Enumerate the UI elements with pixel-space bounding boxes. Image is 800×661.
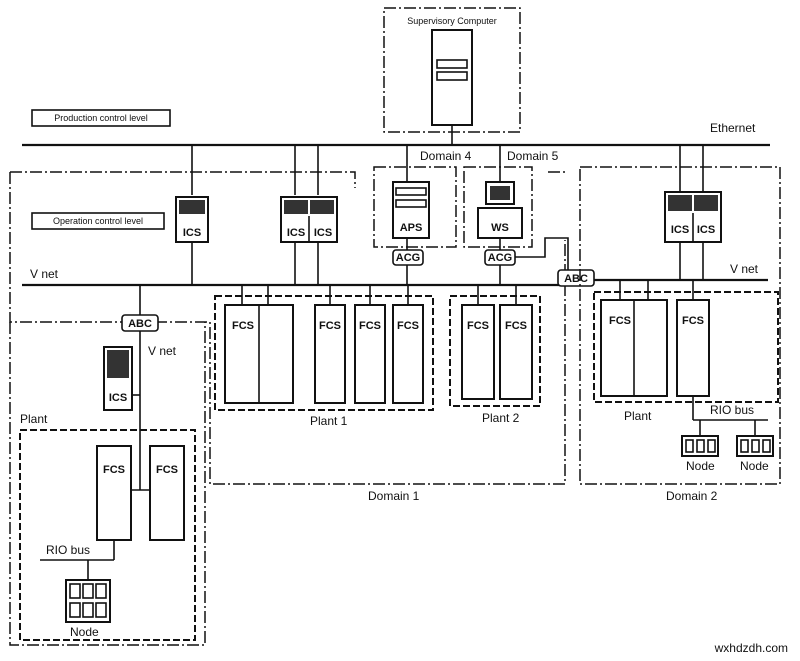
- domain2-node2-label: Node: [740, 459, 769, 473]
- left-ics-label: ICS: [109, 392, 127, 404]
- left-fcs1-cabinet: [96, 445, 132, 541]
- left-ics-screen: [107, 350, 129, 378]
- left-domain-border: [9, 322, 206, 646]
- production-control-level-label: Production control level: [54, 113, 148, 123]
- left-plant-border: [19, 429, 196, 641]
- abc-label-left: ABC: [128, 318, 152, 330]
- aps-drive-2: [395, 199, 427, 208]
- plant1-fcs4-label: FCS: [397, 320, 419, 332]
- domain2-node2-slot-1: [740, 439, 749, 453]
- ethernet-label: Ethernet: [710, 121, 756, 135]
- ics-pair2-label-b: ICS: [697, 224, 715, 236]
- operation-control-level-label: Operation control level: [53, 216, 143, 226]
- domain2-node1-label: Node: [686, 459, 715, 473]
- plant1-label: Plant 1: [310, 414, 348, 428]
- domain2-fcs2-label: FCS: [682, 315, 704, 327]
- ics-pair1-label-a: ICS: [287, 227, 305, 239]
- supervisory-computer-label: Supervisory Computer: [407, 16, 497, 26]
- abc-box-right: [557, 269, 595, 287]
- domain1-border: [9, 171, 566, 485]
- ics1-label: ICS: [183, 227, 201, 239]
- plant1-fcs1-label: FCS: [232, 320, 254, 332]
- abc-label-right: ABC: [564, 273, 588, 285]
- domain4-border: [373, 166, 457, 248]
- plant1-fcs2-cabinet: [314, 304, 346, 404]
- left-node-slot-2: [82, 583, 94, 599]
- plant1-fcs3-label: FCS: [359, 320, 381, 332]
- left-fcs2-cabinet: [149, 445, 185, 541]
- aps-label: APS: [400, 222, 423, 234]
- supervisory-computer-group: Supervisory Computer: [383, 7, 521, 145]
- domain5-group: Domain 5 WS ACG: [463, 145, 559, 285]
- supervisory-drive-2: [436, 71, 468, 81]
- domain2-node2-slot-2: [751, 439, 760, 453]
- domain5-border: [463, 166, 533, 248]
- domain4-group: Domain 4 APS ACG: [373, 145, 472, 285]
- production-control-level-box: [31, 109, 171, 127]
- plant2-label: Plant 2: [482, 411, 520, 425]
- left-node-slot-6: [95, 602, 107, 618]
- left-node-label: Node: [70, 625, 99, 639]
- ics-pair1-screen-b: [310, 200, 334, 214]
- domain5-label: Domain 5: [507, 149, 559, 163]
- plant1-group: Plant 1 FCS FCS FCS FCS: [214, 285, 434, 428]
- acg-to-abc-link: [515, 237, 569, 270]
- ics-pair1-label-b: ICS: [314, 227, 332, 239]
- plant1-fcs3-cabinet: [354, 304, 386, 404]
- domain2-label: Domain 2: [666, 489, 718, 503]
- left-fcs2-label: FCS: [156, 464, 178, 476]
- domain2-fcs1-label: FCS: [609, 315, 631, 327]
- ics-pair2-label-a: ICS: [671, 224, 689, 236]
- ws-workstation-icon: [477, 207, 523, 239]
- left-fcs1-label: FCS: [103, 464, 125, 476]
- ics-pair2-screen-a: [668, 195, 692, 211]
- plant2-fcs1-label: FCS: [467, 320, 489, 332]
- ics-pair1-screen-a: [284, 200, 308, 214]
- domain2-group: Domain 2 ICS ICS V net Plant FCS FCS RIO…: [579, 145, 781, 503]
- domain2-plant-border: [593, 291, 779, 403]
- left-node-slot-1: [69, 583, 81, 599]
- domain2-node2-slot-3: [762, 439, 771, 453]
- ics1-screen: [179, 200, 205, 214]
- acg-label-domain5: ACG: [488, 252, 512, 264]
- watermark-text: wxhdzdh.com: [714, 641, 788, 655]
- left-vnet-label: V net: [148, 344, 177, 358]
- acg-label-domain4: ACG: [396, 252, 420, 264]
- plant2-fcs2-cabinet: [499, 304, 533, 400]
- left-node-slot-5: [82, 602, 94, 618]
- operation-control-level-box: [31, 212, 165, 230]
- ics-station-pair-1: ICS ICS: [280, 145, 338, 285]
- ics-station-1: ICS: [175, 145, 209, 285]
- plant2-border: [449, 295, 541, 407]
- domain2-node1-slot-2: [696, 439, 705, 453]
- plant1-fcs4-cabinet: [392, 304, 424, 404]
- domain1-label: Domain 1: [368, 489, 420, 503]
- domain2-node1-slot-1: [685, 439, 694, 453]
- domain2-node1-slot-3: [707, 439, 716, 453]
- left-plant-label: Plant: [20, 412, 48, 426]
- domain2-border: [579, 166, 781, 485]
- plant2-fcs2-label: FCS: [505, 320, 527, 332]
- domain2-fcs2-cabinet: [676, 299, 710, 397]
- plant1-fcs2-label: FCS: [319, 320, 341, 332]
- vnet-left-label: V net: [30, 267, 59, 281]
- plant1-border: [214, 295, 434, 411]
- plant2-fcs1-cabinet: [461, 304, 495, 400]
- left-node-slot-3: [95, 583, 107, 599]
- ws-monitor-screen: [490, 186, 510, 200]
- plant2-group: Plant 2 FCS FCS: [449, 285, 541, 425]
- supervisory-drive-1: [436, 59, 468, 69]
- aps-drive-1: [395, 187, 427, 196]
- left-rio-bus-label: RIO bus: [46, 543, 90, 557]
- domain2-plant-label: Plant: [624, 409, 652, 423]
- domain2-rio-bus-label: RIO bus: [710, 403, 754, 417]
- acg-box-domain4: [392, 249, 424, 266]
- vnet-right-label: V net: [730, 262, 759, 276]
- ics-pair2-screen-b: [694, 195, 718, 211]
- left-plant-group: V net ICS Plant FCS FCS RIO bus Node: [9, 322, 206, 646]
- ws-label: WS: [491, 222, 509, 234]
- domain4-label: Domain 4: [420, 149, 472, 163]
- left-node-slot-4: [69, 602, 81, 618]
